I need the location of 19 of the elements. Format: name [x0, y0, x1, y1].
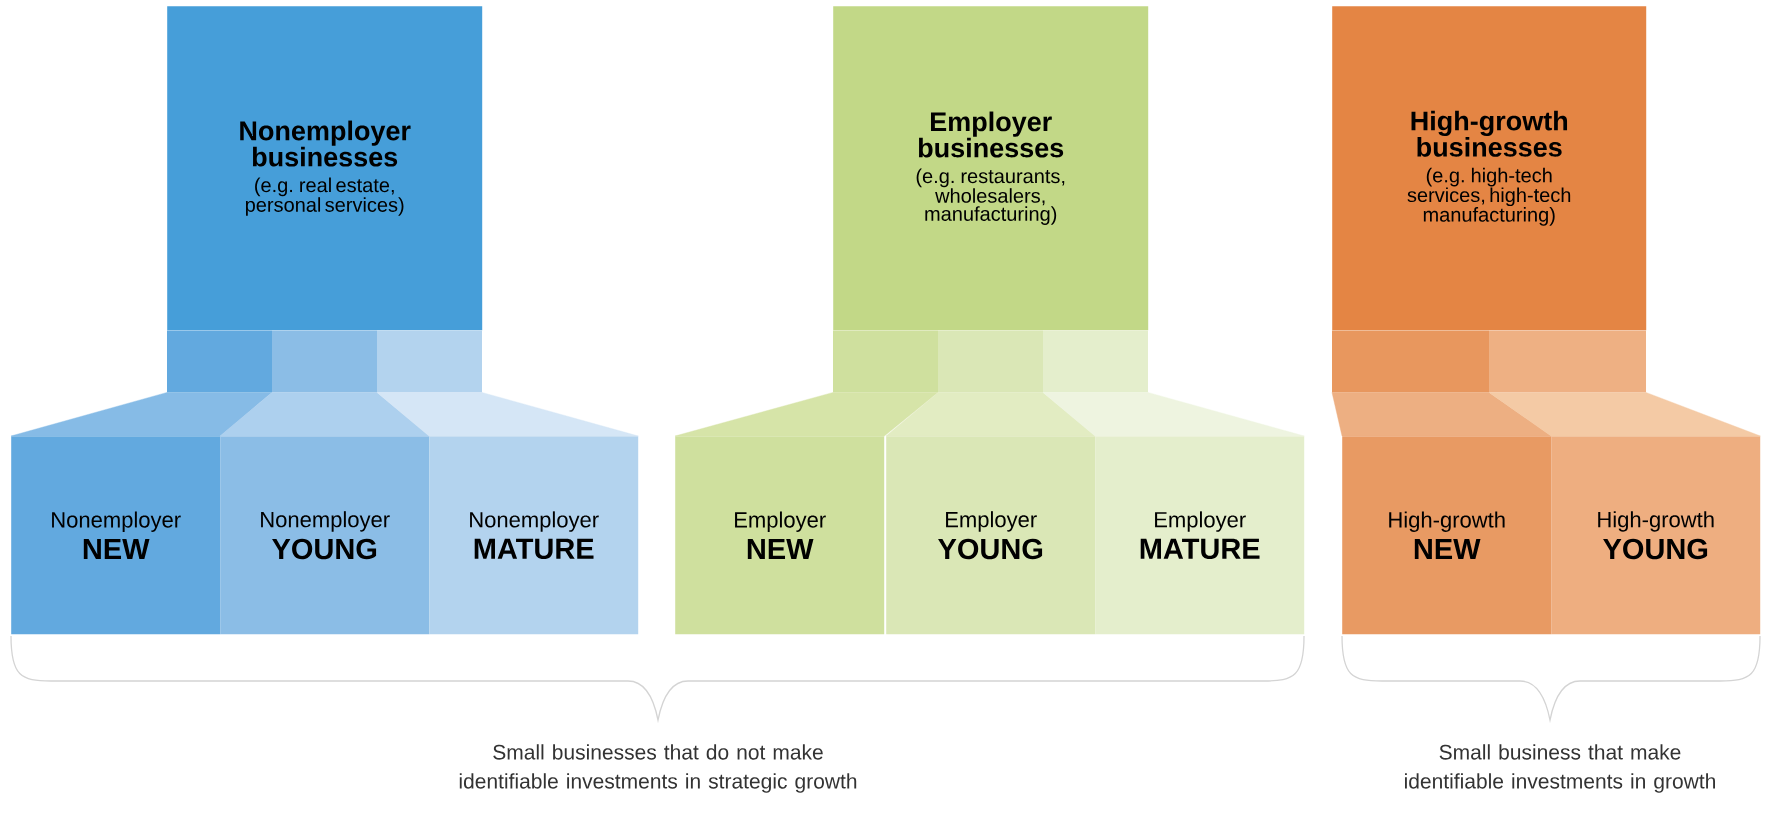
connector-band: [1488, 392, 1761, 437]
category-box: Nonemployer YOUNG: [220, 436, 430, 635]
category-box: Nonemployer MATURE: [429, 436, 639, 635]
connector-band: [219, 392, 430, 437]
category-box: Nonemployer NEW: [11, 436, 221, 635]
group-box: Employer businesses (e.g. restaurants, wholesalers, manufacturing): [833, 6, 1149, 393]
connector-band: [1331, 392, 1552, 437]
category-box: Employer NEW: [675, 436, 885, 635]
category-box: High-growth YOUNG: [1551, 436, 1761, 635]
category-box: High-growth NEW: [1342, 436, 1552, 635]
connector-band: [885, 392, 1096, 437]
category-box: Employer MATURE: [1095, 436, 1305, 635]
category-box: Employer YOUNG: [886, 436, 1096, 635]
note-text: Small business that make identifiable investments in growth: [1405, 744, 1715, 793]
group-box: Nonemployer businesses (e.g. real estate, personal services): [167, 6, 483, 393]
connector-band: [10, 392, 273, 437]
group-box: High-growth businesses (e.g. high-tech services, high-tech manufacturing): [1332, 6, 1647, 393]
connector-band: [674, 392, 939, 437]
note-text: Small businesses that do not make identifiable investments in strategic growth: [459, 744, 857, 793]
